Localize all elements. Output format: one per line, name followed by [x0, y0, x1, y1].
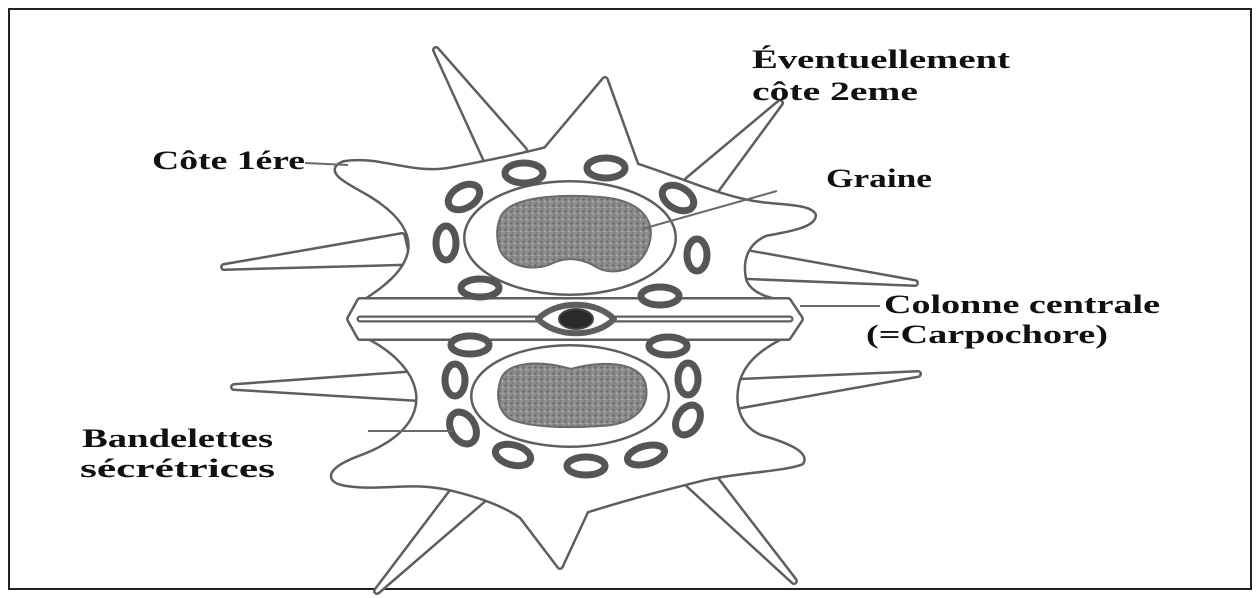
central-column — [350, 301, 800, 337]
label-central-column-line1: Colonne centrale — [884, 290, 1160, 319]
label-central-column-line2: (=Carpochore) — [866, 320, 1108, 349]
vitta — [687, 239, 707, 271]
label-secondary-rib-line1: Éventuellement — [752, 45, 1010, 74]
lower-seed — [498, 364, 646, 427]
vitta — [436, 226, 456, 260]
vitta — [649, 337, 687, 355]
vitta — [678, 363, 698, 395]
vitta — [641, 287, 679, 305]
upper-seed — [497, 196, 651, 271]
vitta — [461, 279, 499, 297]
label-secondary-rib-line2: côte 2eme — [752, 77, 918, 106]
label-secretory-canals-line2: sécrétrices — [80, 454, 275, 483]
vitta — [451, 336, 489, 354]
vitta — [445, 364, 465, 396]
vitta — [505, 163, 543, 183]
vitta — [587, 158, 625, 178]
carpophore-dot — [559, 309, 593, 329]
label-seed: Graine — [826, 164, 932, 193]
vitta — [567, 457, 605, 475]
label-secretory-canals-line1: Bandelettes — [82, 424, 273, 453]
label-primary-rib: Côte 1ére — [152, 146, 305, 175]
